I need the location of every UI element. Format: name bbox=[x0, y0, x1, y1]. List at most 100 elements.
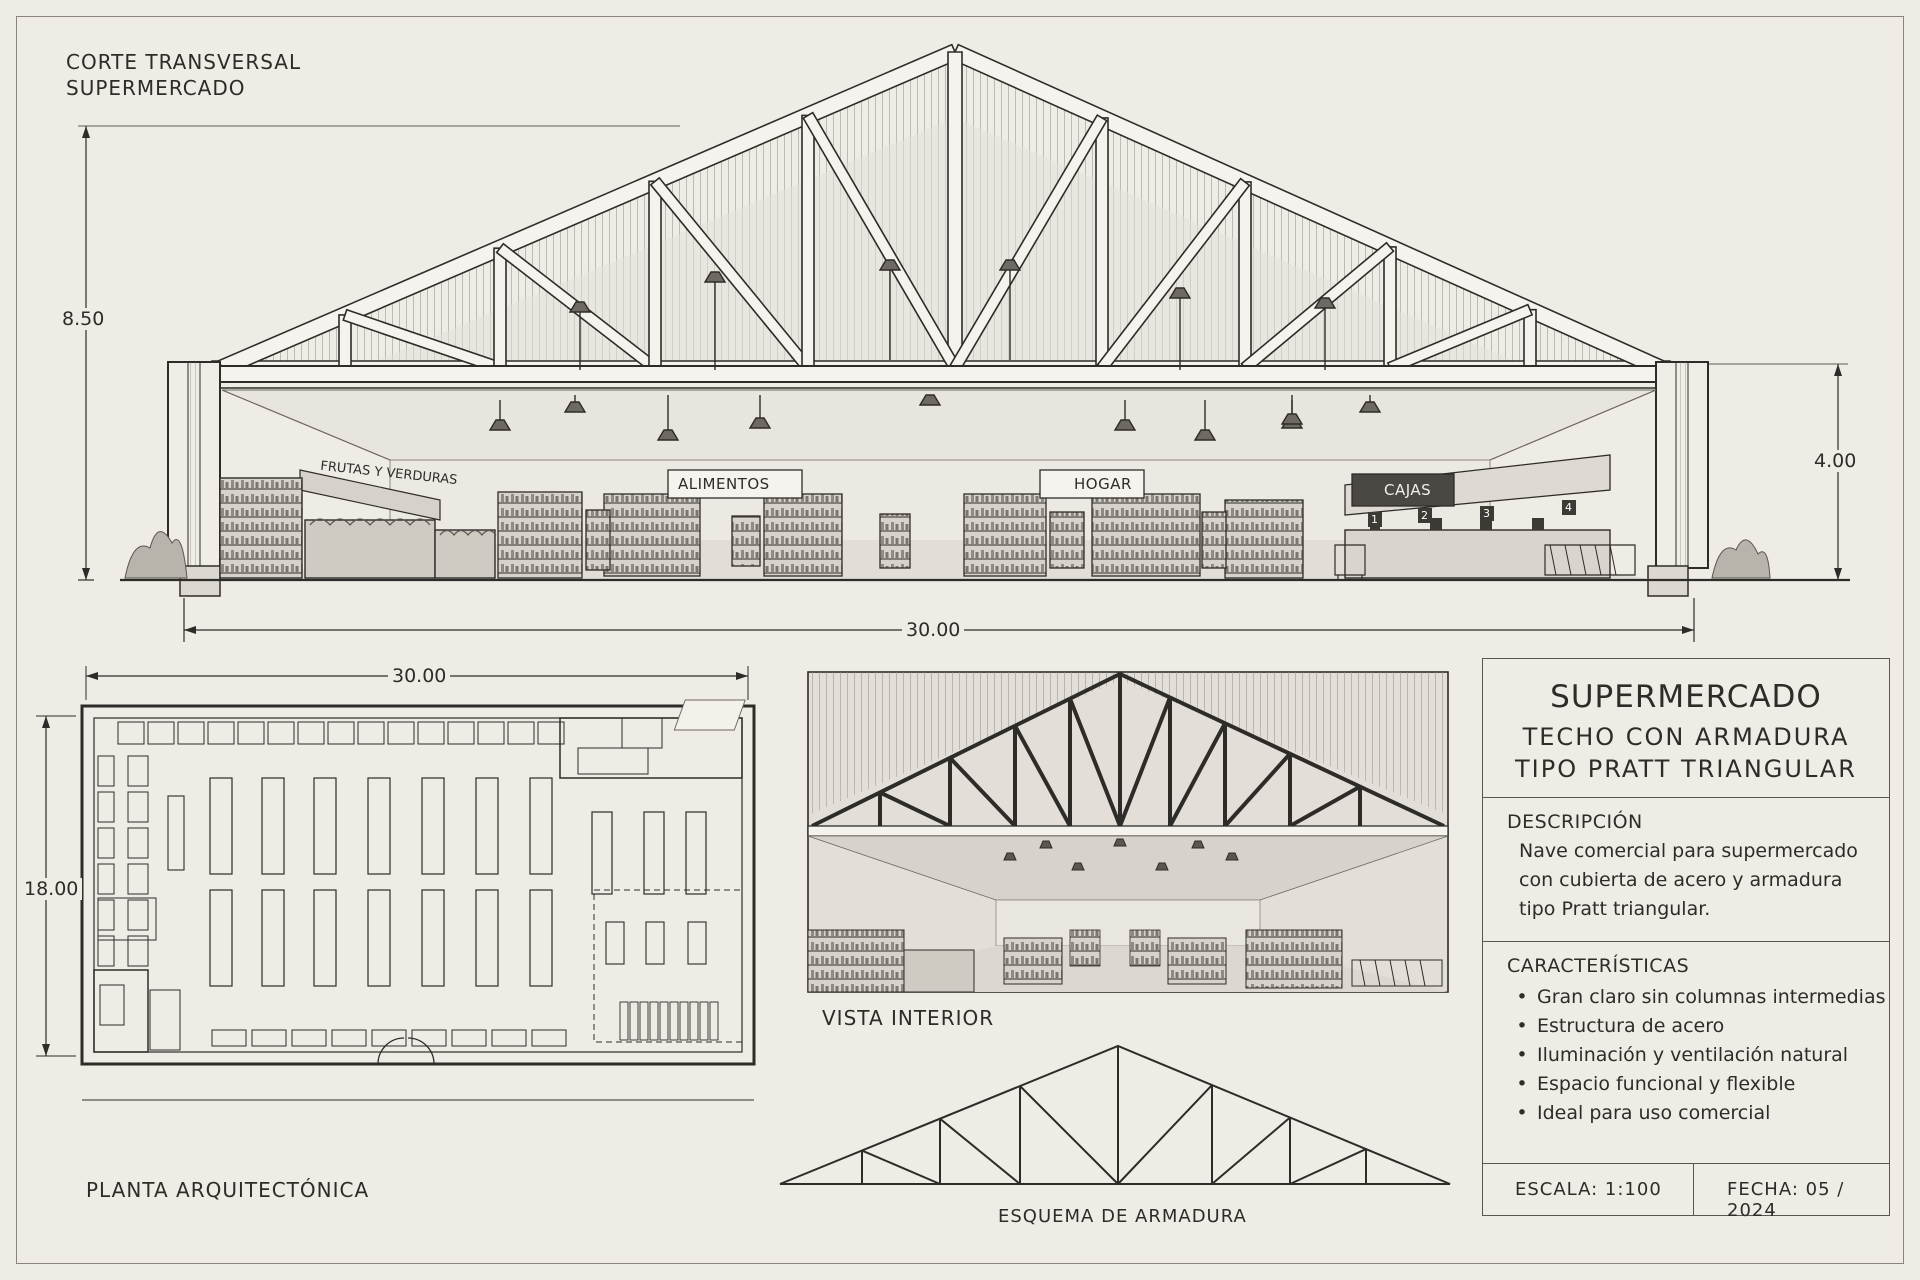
dim-section-width: 30.00 bbox=[902, 619, 965, 641]
plan-side-shelf bbox=[127, 863, 149, 895]
lamp-shade bbox=[748, 417, 772, 429]
description-line: tipo Pratt triangular. bbox=[1519, 898, 1711, 920]
plan-cart bbox=[639, 1001, 649, 1041]
plan-caption: PLANTA ARQUITECTÓNICA bbox=[86, 1178, 370, 1202]
checkout-number-1: 1 bbox=[1368, 512, 1382, 527]
scale-label: ESCALA: 1:100 bbox=[1515, 1179, 1662, 1200]
schematic-diagonal bbox=[939, 1117, 1021, 1185]
shelf-unit bbox=[963, 493, 1047, 577]
description-text: Nave comercial para supermercado con cub… bbox=[1519, 837, 1869, 924]
plan-side-shelf bbox=[97, 935, 115, 967]
produce-section bbox=[219, 469, 497, 579]
description-line: con cubierta de acero y armadura bbox=[1519, 869, 1843, 891]
plan-perimeter-shelf bbox=[207, 721, 235, 745]
project-subtitle-line2: TIPO PRATT TRIANGULAR bbox=[1515, 755, 1857, 783]
plan-perimeter-shelf bbox=[447, 721, 475, 745]
interior-lamp bbox=[1155, 862, 1169, 871]
plan-aisle-shelf bbox=[313, 889, 337, 987]
plan-side-shelf bbox=[127, 899, 149, 931]
dim-plan-depth: 18.00 bbox=[20, 878, 83, 900]
interior-truss-diagonal bbox=[1289, 784, 1361, 828]
plan-aisle-shelf bbox=[209, 777, 233, 875]
interior-truss-diagonal bbox=[1168, 722, 1227, 827]
plan-aisle-shelf bbox=[313, 777, 337, 875]
feature-item: Espacio funcional y flexible bbox=[1507, 1070, 1886, 1099]
plan-aisle-shelf bbox=[261, 777, 285, 875]
shelf-unit bbox=[1224, 499, 1304, 579]
dim-plan-width: 30.00 bbox=[388, 665, 451, 687]
shelf-unit bbox=[1201, 511, 1227, 569]
title-block: SUPERMERCADO TECHO CON ARMADURA TIPO PRA… bbox=[1482, 658, 1890, 1221]
plan-bottom-shelf bbox=[491, 1029, 527, 1047]
dim-wall-height: 4.00 bbox=[1810, 450, 1861, 472]
plan-side-shelf bbox=[97, 791, 115, 823]
description-line: Nave comercial para supermercado bbox=[1519, 840, 1858, 862]
plan-bottom-shelf bbox=[531, 1029, 567, 1047]
plan-aisle-shelf bbox=[421, 889, 445, 987]
lamp-shade bbox=[1113, 419, 1137, 431]
plan-perimeter-shelf bbox=[357, 721, 385, 745]
plan-bottom-shelf bbox=[331, 1029, 367, 1047]
shelf-unit bbox=[1049, 511, 1085, 569]
plan-checkout-lane bbox=[605, 921, 625, 965]
lamp-shade bbox=[1313, 297, 1337, 309]
lamp-shade bbox=[1193, 429, 1217, 441]
plan-aisle-shelf bbox=[529, 777, 553, 875]
interior-lamp bbox=[1191, 840, 1205, 849]
shelf-unit bbox=[585, 509, 611, 571]
plan-aisle-shelf bbox=[475, 889, 499, 987]
shelf-unit bbox=[1091, 493, 1201, 577]
lamp-shade bbox=[563, 401, 587, 413]
checkout-number-4: 4 bbox=[1562, 500, 1576, 515]
interior-lamp bbox=[1003, 852, 1017, 861]
lamp-shade bbox=[656, 429, 680, 441]
interior-truss-diagonal bbox=[1118, 696, 1172, 827]
schematic-diagonal bbox=[1211, 1116, 1291, 1185]
plan-perimeter-shelf bbox=[147, 721, 175, 745]
section-title-line2: SUPERMERCADO bbox=[66, 76, 246, 100]
plan-perimeter-shelf bbox=[507, 721, 535, 745]
plan-perimeter-shelf bbox=[537, 721, 565, 745]
feature-item: Ideal para uso comercial bbox=[1507, 1099, 1886, 1128]
lamp-shade bbox=[568, 301, 592, 313]
interior-truss-diagonal bbox=[1068, 697, 1122, 827]
plan-checkout-lane bbox=[687, 921, 707, 965]
plan-bottom-shelf bbox=[371, 1029, 407, 1047]
plan-bottom-shelf bbox=[411, 1029, 447, 1047]
interior-truss-diagonal bbox=[1013, 724, 1072, 827]
lamp-shade bbox=[1358, 401, 1382, 413]
plan-perimeter-shelf bbox=[117, 721, 145, 745]
sign-cajas-board bbox=[1351, 473, 1455, 507]
project-subtitle-line1: TECHO CON ARMADURA bbox=[1522, 723, 1850, 751]
truss-member bbox=[950, 43, 1665, 377]
shelf-unit bbox=[603, 493, 701, 577]
plan-perimeter-shelf bbox=[267, 721, 295, 745]
plan-perimeter-shelf bbox=[177, 721, 205, 745]
plan-checkout-lane bbox=[645, 921, 665, 965]
plan-bottom-shelf bbox=[291, 1029, 327, 1047]
pendant-lamps bbox=[488, 259, 1382, 441]
sign-alimentos: ALIMENTOS bbox=[678, 475, 770, 493]
truss-member bbox=[1383, 246, 1397, 369]
sign-cajas: CAJAS bbox=[1384, 481, 1432, 499]
lamp-shade bbox=[1280, 413, 1304, 425]
plan-aisle-shelf bbox=[209, 889, 233, 987]
plan-perimeter-shelf bbox=[417, 721, 445, 745]
shelf-unit bbox=[879, 513, 911, 569]
plan-cart bbox=[709, 1001, 719, 1041]
plan-aisle-shelf bbox=[643, 811, 665, 895]
plan-aisle-shelf bbox=[421, 777, 445, 875]
lamp-shade bbox=[878, 259, 902, 271]
description-heading: DESCRIPCIÓN bbox=[1507, 811, 1643, 833]
lamp-shade bbox=[703, 271, 727, 283]
shelf-unit bbox=[763, 493, 843, 577]
truss-schematic bbox=[779, 1044, 1451, 1185]
shelving-units bbox=[497, 491, 1304, 579]
truss-caption: ESQUEMA DE ARMADURA bbox=[998, 1206, 1247, 1227]
interior-truss-diagonal bbox=[948, 756, 1017, 828]
truss-member bbox=[1238, 181, 1252, 369]
plan-cart bbox=[619, 1001, 629, 1041]
plan-perimeter-shelf bbox=[477, 721, 505, 745]
plan-cart bbox=[689, 1001, 699, 1041]
truss-member bbox=[947, 51, 963, 369]
